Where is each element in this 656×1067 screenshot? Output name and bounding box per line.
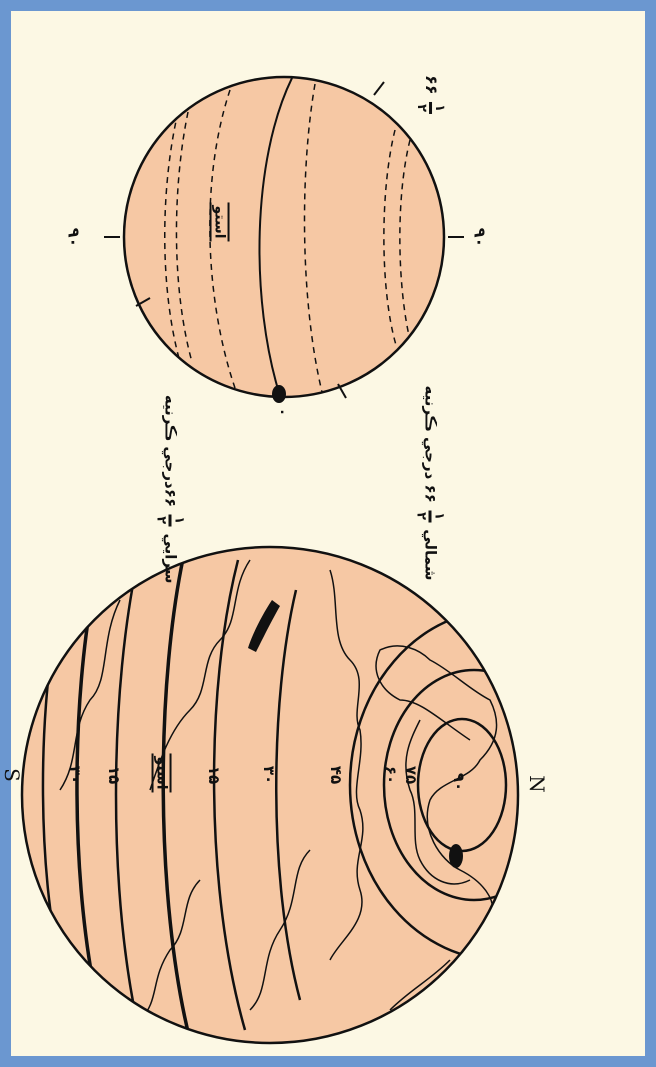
latitude-label: ۳۰ bbox=[260, 766, 278, 784]
south-pole-label: S bbox=[0, 768, 24, 782]
big-globe bbox=[22, 545, 650, 1043]
latitude-label: ۳۰ bbox=[66, 766, 84, 784]
latitude-label: ۹۰ bbox=[450, 773, 468, 791]
latitude-label: ۶۰ bbox=[382, 766, 400, 784]
latitude-label: ۱۵ bbox=[205, 766, 223, 784]
equator-label: استو bbox=[152, 753, 172, 792]
small-globe-left-tick-label: ۹۰ bbox=[64, 228, 83, 248]
landmass-blob bbox=[449, 844, 463, 868]
small-globe-pole-dot bbox=[272, 385, 286, 403]
latitude-label: ۴۵ bbox=[327, 766, 345, 784]
north-pole-label: N bbox=[525, 775, 549, 793]
small-globe-right-tick-label: ۹۰ bbox=[470, 228, 489, 248]
small-globe-tick bbox=[374, 82, 384, 95]
small-globe-equator-label: استو bbox=[210, 202, 230, 241]
small-globe-bottom-tick-label: ۰ bbox=[274, 408, 290, 417]
latitude-label: ۱۵ bbox=[105, 766, 123, 784]
latitude-label: ۷۵ bbox=[402, 766, 420, 784]
